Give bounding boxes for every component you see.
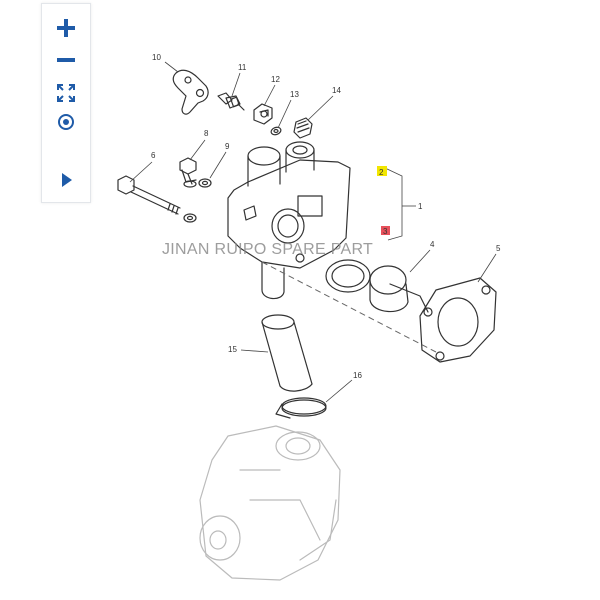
callout-14: 14 [332, 86, 341, 95]
callout-9: 9 [225, 142, 230, 151]
callout-10: 10 [152, 53, 161, 62]
part-1-housing [227, 141, 351, 300]
part-8-bolt [179, 157, 197, 188]
zoom-in-button[interactable] [42, 10, 90, 46]
seal-ring [325, 259, 371, 293]
part-11-sensor [217, 92, 245, 111]
callout-3: 3 [383, 227, 388, 236]
play-icon [62, 173, 72, 187]
target-icon [58, 114, 74, 130]
part-5-gasket [419, 277, 497, 363]
callout-2: 2 [379, 168, 384, 177]
part-6-bolt [117, 175, 197, 223]
part-12-nut [253, 103, 273, 125]
reset-view-button[interactable] [42, 104, 90, 140]
part-14-plug [293, 117, 313, 139]
callout-8: 8 [204, 129, 209, 138]
part-10-clip [172, 69, 209, 115]
callout-4: 4 [430, 240, 435, 249]
fullscreen-button[interactable] [42, 75, 90, 111]
part-13-washer [270, 126, 282, 136]
part-15-hose [261, 314, 313, 392]
highlight-markers: 2 3 [377, 166, 390, 236]
water-pump [199, 425, 341, 581]
plus-icon [57, 19, 75, 37]
assembly-centerline [261, 261, 437, 353]
marker-2-bg [377, 166, 387, 176]
callout-11: 11 [238, 63, 247, 72]
leader-lines [129, 61, 497, 403]
part-4-thermostat [369, 265, 433, 317]
marker-3-bg [381, 226, 390, 235]
part-9-washer [198, 178, 212, 188]
viewer-toolbar [41, 3, 91, 203]
callout-1: 1 [418, 202, 423, 211]
callout-13: 13 [290, 90, 299, 99]
callout-5: 5 [496, 244, 501, 253]
callout-6: 6 [151, 151, 156, 160]
next-button[interactable] [42, 162, 90, 198]
callout-15: 15 [228, 345, 237, 354]
watermark-text: JINAN RUIPO SPARE PART [162, 241, 374, 258]
part-16-clamp [275, 397, 327, 419]
callout-16: 16 [353, 371, 362, 380]
minus-icon [57, 58, 75, 62]
zoom-out-button[interactable] [42, 42, 90, 78]
callout-12: 12 [271, 75, 280, 84]
expand-icon [57, 84, 75, 102]
callout-labels: 10 11 12 13 14 8 9 6 1 4 5 15 16 [151, 53, 501, 380]
